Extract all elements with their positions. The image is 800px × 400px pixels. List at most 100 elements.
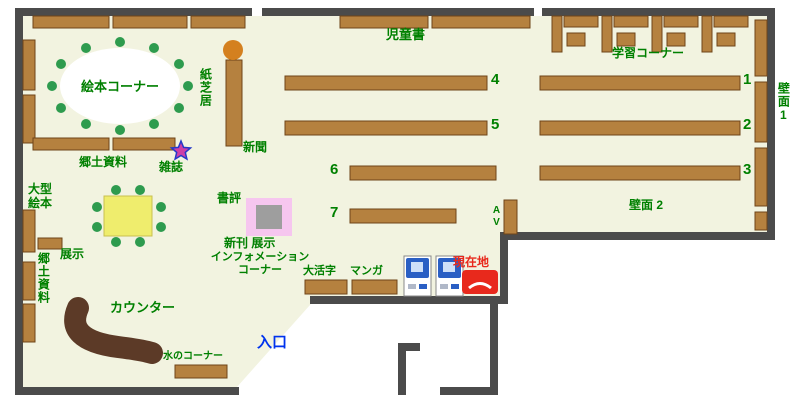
- wall-right-section-bottom: [500, 232, 775, 240]
- bookshelf: [32, 137, 110, 151]
- desk-chair: [566, 32, 586, 47]
- kiosk-screen-inner: [411, 262, 423, 272]
- kiosk-button: [451, 284, 459, 289]
- label-information-corner: インフォメーション コーナー: [210, 251, 310, 277]
- chair-dot: [156, 202, 166, 212]
- cushion-dot: [81, 119, 91, 129]
- shelf-number-3: 3: [743, 161, 752, 178]
- reading-table: [103, 195, 153, 237]
- display-stand: [256, 205, 282, 229]
- wall-left: [15, 8, 23, 395]
- bookshelf: [22, 39, 36, 91]
- av-shelf: [503, 199, 518, 235]
- kiosk-button: [419, 284, 427, 289]
- label-picture-book-corner: 絵本コーナー: [80, 79, 159, 94]
- wall-shelf: [754, 19, 768, 77]
- label-water-corner: 水のコーナー: [163, 351, 223, 362]
- cushion-dot: [81, 43, 91, 53]
- shelf-row-5: [284, 120, 488, 136]
- bookshelf: [190, 15, 246, 29]
- shelf-number-5: 5: [491, 116, 500, 133]
- study-desk: [713, 15, 749, 28]
- water-corner-shelf: [174, 364, 228, 379]
- desk-partition: [701, 15, 713, 53]
- stair-wall-2: [398, 343, 420, 351]
- wall-shelf: [754, 81, 768, 143]
- chair-dot: [111, 237, 121, 247]
- desk-partition: [551, 15, 563, 53]
- current-location-marker-arc: [468, 282, 492, 290]
- wall-bottom-left: [15, 387, 239, 395]
- desk-chair: [616, 32, 636, 47]
- manga-shelf: [351, 279, 398, 295]
- bookshelf: [32, 15, 110, 29]
- bookshelf: [22, 261, 36, 301]
- cushion-dot: [115, 125, 125, 135]
- label-new-arrivals: 新刊 展示: [224, 236, 276, 250]
- large-print-shelf: [304, 279, 348, 295]
- desk-chair: [666, 32, 686, 47]
- label-magazine: 雑誌: [159, 160, 184, 174]
- bookshelf: [22, 209, 36, 253]
- chair-dot: [135, 237, 145, 247]
- label-counter: カウンター: [110, 300, 176, 315]
- cushion-dot: [174, 59, 184, 69]
- label-children-books: 児童書: [386, 27, 426, 42]
- label-av: AV: [491, 205, 502, 229]
- desk-partition: [651, 15, 663, 53]
- shelf-row-7: [349, 208, 457, 224]
- floor-area: [23, 16, 767, 387]
- picture-book-rug: [60, 48, 180, 124]
- chair-dot: [92, 202, 102, 212]
- shelf-row-3: [539, 165, 741, 181]
- chair-dot: [156, 222, 166, 232]
- label-book-review: 書評: [217, 191, 242, 205]
- shelf-number-1: 1: [743, 71, 752, 88]
- wall-top-left: [15, 8, 252, 16]
- shelf-number-2: 2: [743, 116, 752, 133]
- wall-top-mid: [262, 8, 534, 16]
- magazine-star-icon: [169, 139, 193, 161]
- cushion-dot: [149, 43, 159, 53]
- kamishibai-stool: [223, 40, 243, 60]
- chair-dot: [92, 222, 102, 232]
- shelf-row-6: [349, 165, 497, 181]
- counter-desk: [64, 297, 163, 364]
- cushion-dot: [183, 81, 193, 91]
- shelf-row-1: [539, 75, 741, 91]
- shelf-row-4: [284, 75, 488, 91]
- chair-dot: [111, 185, 121, 195]
- label-local-materials-top: 郷土資料: [79, 155, 128, 169]
- shelf-number-4: 4: [491, 71, 500, 88]
- bookshelf: [22, 303, 36, 343]
- chair-dot: [135, 185, 145, 195]
- label-large-print: 大活字: [303, 265, 336, 277]
- wall-shelf: [754, 147, 768, 207]
- study-desk: [663, 15, 699, 28]
- label-study-corner: 学習コーナー: [612, 46, 685, 60]
- kiosk-button: [440, 284, 448, 289]
- kiosk-screen-inner: [443, 262, 455, 272]
- kamishibai-shelf: [225, 59, 243, 147]
- bookshelf: [431, 15, 531, 29]
- label-manga: マンガ: [350, 265, 383, 277]
- wall-center-bottom: [310, 296, 508, 304]
- cushion-dot: [56, 59, 66, 69]
- kiosk-button: [408, 284, 416, 289]
- label-wall-1: 壁面1: [776, 82, 791, 123]
- exhibit-shelf: [37, 237, 63, 250]
- shelf-row-2: [539, 120, 741, 136]
- shelf-number-6: 6: [330, 161, 339, 178]
- label-local-materials-left: 郷土資料: [36, 252, 51, 304]
- bookshelf: [22, 94, 36, 144]
- label-exhibit: 展示: [60, 247, 85, 261]
- stair-wall-3: [490, 304, 498, 395]
- cushion-dot: [56, 103, 66, 113]
- desk-chair: [716, 32, 736, 47]
- desk-partition: [601, 15, 613, 53]
- label-wall-2: 壁面 2: [629, 198, 664, 212]
- label-large-picture-books: 大型 絵本: [28, 182, 53, 211]
- cushion-dot: [115, 37, 125, 47]
